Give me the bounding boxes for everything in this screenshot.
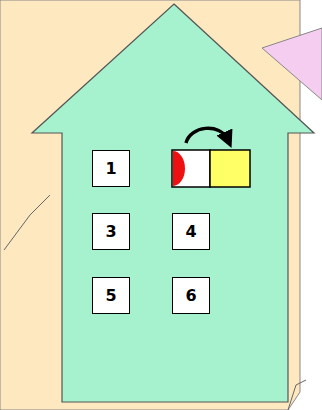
window-box: 3 — [92, 213, 130, 250]
window-shutter — [210, 150, 250, 187]
paper-curl — [288, 380, 306, 410]
window-number: 3 — [105, 224, 116, 240]
window-number: 6 — [185, 288, 196, 304]
window-box: 4 — [172, 213, 210, 250]
house-shape — [32, 4, 314, 402]
window-number: 5 — [105, 288, 116, 304]
open-window — [172, 150, 210, 187]
window-number: 1 — [105, 161, 116, 177]
window-box: 1 — [92, 150, 130, 187]
window-box: 6 — [172, 277, 210, 314]
window-box: 5 — [92, 277, 130, 314]
paper-crease — [4, 195, 50, 250]
flip-arrow — [186, 128, 228, 143]
pink-flag — [262, 28, 322, 100]
window-red-half — [173, 151, 185, 186]
window-number: 4 — [185, 224, 196, 240]
